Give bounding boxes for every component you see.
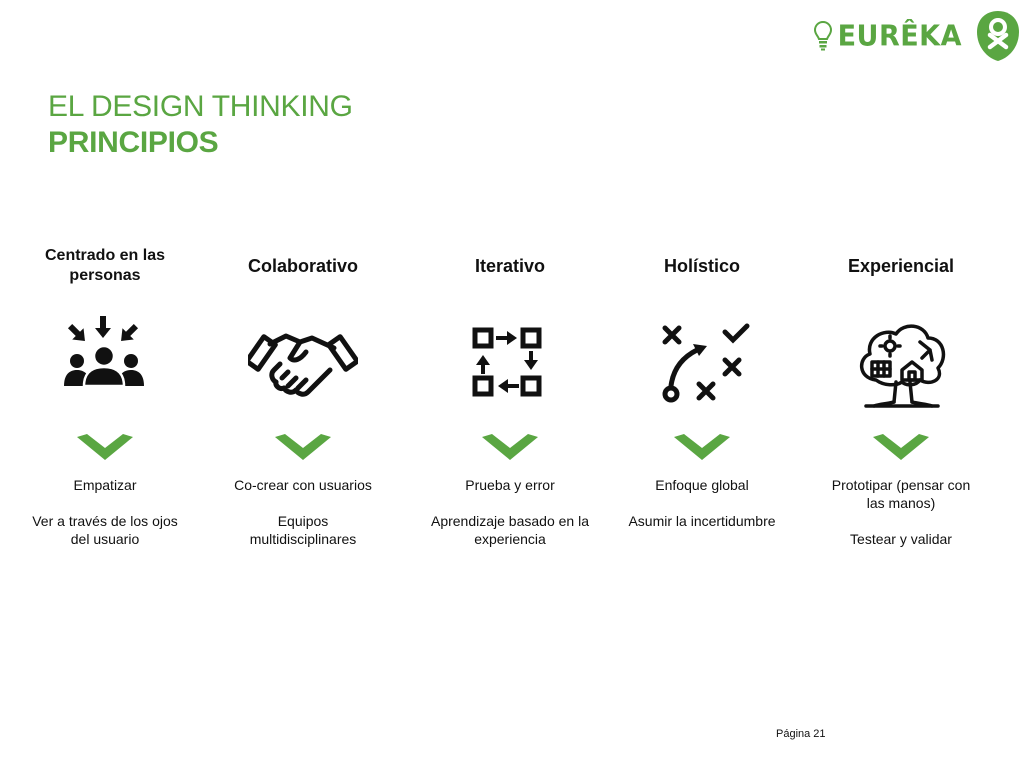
slide-subtitle: PRINCIPIOS	[48, 126, 219, 159]
chevron-down-icon	[77, 434, 133, 460]
principle-heading: Centrado en las personas	[44, 247, 166, 284]
iteration-cycle-icon	[472, 327, 542, 397]
principle-item: Ver a través de los ojos del usuario	[32, 513, 178, 547]
principle-item: Asumir la incertidumbre	[628, 513, 776, 529]
handshake-icon	[248, 333, 358, 397]
principle-item: Testear y validar	[850, 531, 952, 547]
principle-column-experiencial: Experiencial Prototipar (pensar con las …	[821, 244, 981, 548]
principle-item: Co-crear con usuarios	[234, 477, 372, 493]
slide-title: EL DESIGN THINKING	[48, 90, 353, 123]
chevron-down-icon	[482, 434, 538, 460]
principle-item: Enfoque global	[655, 477, 749, 493]
principle-item: Empatizar	[73, 477, 137, 493]
principle-item: Prueba y error	[465, 477, 555, 493]
people-arrows-icon	[64, 316, 144, 388]
chevron-down-icon	[674, 434, 730, 460]
principle-heading: Iterativo	[474, 256, 546, 276]
tree-ecosystem-icon	[860, 324, 946, 408]
principle-heading: Experiencial	[847, 256, 955, 276]
eureka-logo: EURÊKA	[813, 10, 1020, 62]
principle-column-personas: Centrado en las personas Empatizar Ver a…	[25, 244, 185, 548]
chevron-down-icon	[275, 434, 331, 460]
lightbulb-icon	[813, 21, 832, 51]
principle-item: Aprendizaje basado en la experiencia	[430, 513, 589, 547]
principle-column-holistico: Holístico Enfoque global Asumir la incer…	[622, 244, 782, 530]
principle-heading: Holístico	[663, 256, 740, 276]
principle-item: Prototipar (pensar con las manos)	[831, 477, 971, 511]
chevron-down-icon	[873, 434, 929, 460]
principle-column-iterativo: Iterativo Prueba y error Aprendizaje bas…	[430, 244, 590, 548]
page-number: Página 21	[776, 728, 826, 740]
principle-item: Equipos multidisciplinares	[249, 513, 357, 547]
brand-name: EURÊKA	[837, 19, 962, 53]
principle-heading: Colaborativo	[247, 256, 358, 276]
oxfam-badge-icon	[977, 11, 1019, 61]
principle-column-colaborativo: Colaborativo Co-crear con usuarios Equip…	[223, 244, 383, 548]
strategy-path-icon	[662, 323, 750, 403]
